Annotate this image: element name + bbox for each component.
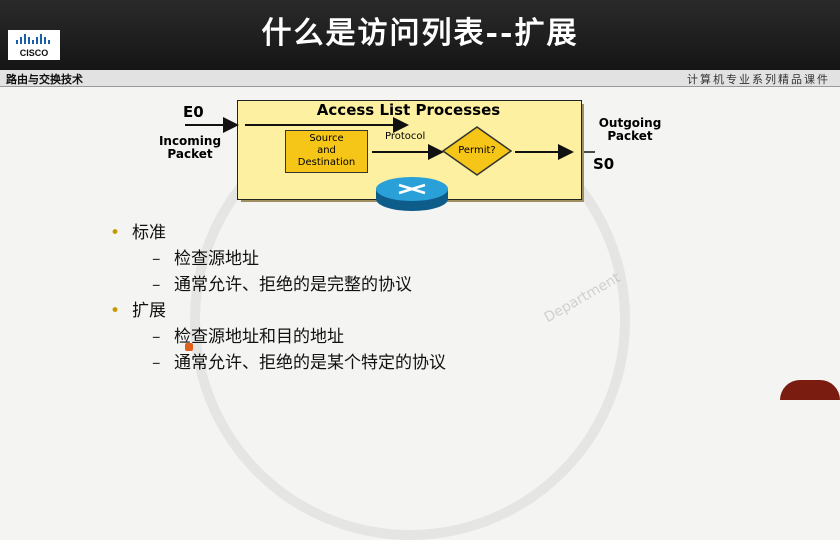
sub-bullet-item: –通常允许、拒绝的是完整的协议: [152, 270, 412, 295]
bullet-text: 通常允许、拒绝的是完整的协议: [174, 275, 412, 295]
slide-header: CISCO 什么是访问列表--扩展: [0, 0, 840, 70]
router-icon: [376, 177, 448, 211]
source-destination-box: Source and Destination: [285, 130, 368, 173]
sub-header-bar: 路由与交换技术 计算机专业系列精品课件: [0, 70, 840, 87]
incoming-label: Incoming Packet: [158, 134, 222, 161]
bullet-marker: •: [110, 223, 121, 243]
bullet-text: 检查源地址和目的地址: [174, 327, 344, 347]
source-line2: and: [317, 145, 336, 156]
access-list-diagram: Access List Processes E0 Incoming Packet…: [150, 95, 670, 220]
outgoing-label: Outgoing Packet: [598, 116, 662, 143]
page-title: 什么是访问列表--扩展: [261, 16, 579, 51]
permit-diamond: [442, 126, 512, 176]
sub-bullet-item: –检查源地址和目的地址: [152, 322, 344, 347]
bullet-marker: –: [152, 249, 161, 269]
bullet-item: • 标准: [110, 218, 166, 243]
course-name: 路由与交换技术: [6, 73, 83, 86]
logo-text: CISCO: [20, 48, 49, 58]
protocol-label: Protocol: [385, 131, 426, 142]
corner-emblem: [780, 380, 840, 400]
flow-arrows: [185, 117, 595, 160]
bullet-text: 通常允许、拒绝的是某个特定的协议: [174, 353, 446, 373]
source-line1: Source: [309, 133, 344, 144]
box-title: Access List Processes: [316, 101, 501, 119]
series-name: 计算机专业系列精品课件: [687, 73, 830, 86]
sub-bullet-item: –检查源地址: [152, 244, 259, 269]
cursor-marker: [185, 343, 193, 351]
bullet-marker: –: [152, 327, 161, 347]
permit-label: Permit?: [458, 145, 496, 156]
s0-label: S0: [593, 155, 615, 173]
sub-bullet-item: –通常允许、拒绝的是某个特定的协议: [152, 348, 446, 373]
bullet-marker: –: [152, 275, 161, 295]
source-line3: Destination: [297, 157, 356, 168]
bullet-marker: –: [152, 353, 161, 373]
bullet-text: 标准: [132, 223, 166, 243]
e0-label: E0: [183, 103, 204, 121]
bullet-item: • 扩展: [110, 296, 166, 321]
bullet-marker: •: [110, 301, 121, 321]
bullet-text: 扩展: [132, 301, 166, 321]
bullet-text: 检查源地址: [174, 249, 259, 269]
cisco-logo-icon: CISCO: [8, 30, 60, 60]
